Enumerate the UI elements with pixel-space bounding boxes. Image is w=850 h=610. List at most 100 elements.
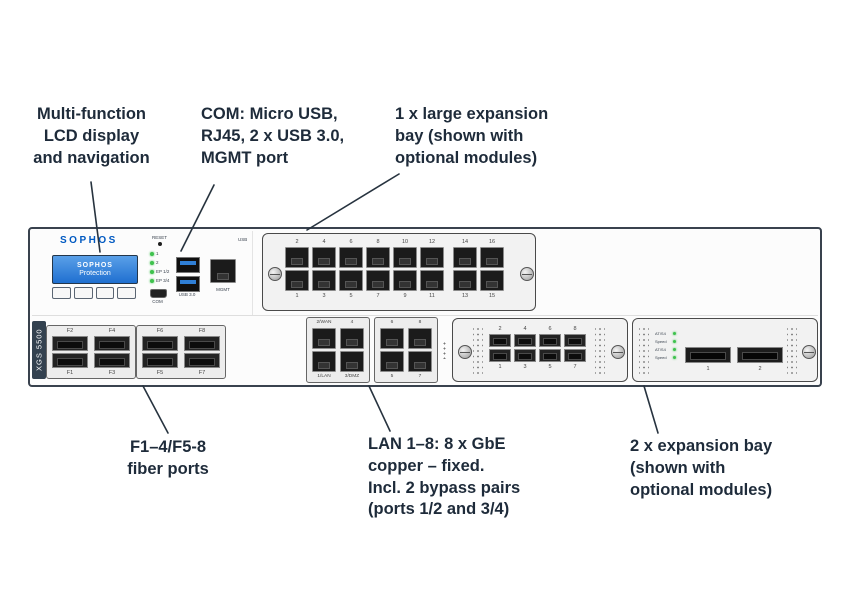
rj45-port (420, 247, 444, 268)
port-number: 6 (349, 239, 353, 245)
led-label: Speed (655, 339, 667, 344)
port-number: 10 (401, 239, 409, 245)
lcd-text-line1: SOPHOS (77, 262, 113, 269)
rj45-port (480, 247, 504, 268)
vent-holes (595, 328, 605, 374)
rj45-port (312, 270, 336, 291)
status-led-row: EP 3/4 (150, 278, 169, 283)
annotation-text-line: and navigation (33, 148, 150, 167)
rj45-port (285, 270, 309, 291)
status-led-row: AT/S4 (655, 347, 676, 352)
rj45-port (312, 247, 336, 268)
rj45-port (285, 247, 309, 268)
rj45-port (339, 247, 363, 268)
port-row (489, 334, 586, 347)
port-number: 16 (488, 239, 496, 245)
appliance-chassis: SOPHOS SOPHOS Protection XGS 5500 RESET … (28, 227, 822, 387)
mgmt-label: MGMT (216, 287, 230, 292)
port-number: F3 (108, 370, 116, 376)
port-number: F1 (66, 370, 74, 376)
annotation-text-line: Multi-function (36, 105, 147, 123)
port-number: 1 (498, 364, 502, 370)
rj45-port (408, 351, 432, 372)
annotation-text-line: LAN 1–8: 8 x GbE (368, 435, 506, 453)
port-number: 4 (322, 239, 326, 245)
expansion-bay-1: 2 4 6 8 1 3 5 7 (452, 318, 628, 382)
sfp-port (514, 349, 536, 362)
rj45-port (408, 328, 432, 349)
port-row (453, 270, 504, 291)
status-led (150, 260, 154, 265)
sfp-port (514, 334, 536, 347)
port-number: 7 (418, 374, 422, 379)
lcd-nav-button (95, 287, 115, 299)
rj45-port (340, 328, 364, 349)
port-number: 6 (548, 326, 552, 332)
port-number-row: 5 7 (380, 374, 432, 380)
rj45-port (393, 270, 417, 291)
port-number: 8 (376, 239, 380, 245)
lan-group-1: 2/WAN 4 1/LAN 3/DMZ (306, 317, 370, 383)
port-number: 5 (548, 364, 552, 370)
led-label: EP 1/2 (156, 269, 170, 274)
led-label: Speed (655, 355, 667, 360)
vent-holes (787, 328, 797, 374)
sfp-module-8port: 2 4 6 8 1 3 5 7 (489, 326, 586, 370)
lcd-nav-button (52, 287, 71, 299)
sfp-port (184, 353, 220, 368)
status-led (673, 348, 676, 351)
status-led-column: 1 2 EP 1/2 EP 3/4 (150, 251, 169, 283)
status-led (673, 332, 676, 335)
led-label: AT/S4 (655, 331, 666, 336)
port-number-row: 2 4 6 8 (489, 326, 586, 332)
lcd-display: SOPHOS Protection (52, 255, 138, 284)
callout-line (643, 385, 659, 434)
port-number-row: 2 4 6 8 10 12 (285, 239, 444, 245)
port-number: 11 (429, 293, 435, 299)
port-number: 1 (706, 366, 710, 372)
port-number-row: F5 F7 (142, 370, 220, 376)
fiber-group-1: F2 F4 F1 F3 (46, 325, 136, 379)
status-led-row: Speed (655, 355, 676, 360)
port-number: 9 (403, 293, 407, 299)
vent-holes (473, 328, 483, 374)
port-row (142, 353, 220, 368)
sfp-port (52, 353, 88, 368)
port-number: 14 (461, 239, 469, 245)
port-number: 3/DMZ (344, 374, 360, 379)
thumbscrew-icon (520, 267, 534, 281)
port-number: 8 (418, 320, 422, 325)
port-number: 8 (573, 326, 577, 332)
port-number-row: F1 F3 (52, 370, 130, 376)
port-number: F2 (66, 328, 74, 334)
sfp-port (142, 353, 178, 368)
status-led-row: EP 1/2 (150, 269, 169, 274)
annotation-text-line: LCD display (43, 126, 140, 145)
port-number: 2 (498, 326, 502, 332)
callout-line (180, 184, 215, 252)
annotation-expansion: 2 x expansion bay (shown with optional m… (630, 436, 820, 501)
annotation-text-line: (shown with (630, 458, 726, 477)
vent-holes (639, 328, 649, 374)
lan-group-2: 6 8 5 7 (374, 317, 438, 383)
port-number: 12 (428, 239, 436, 245)
module-led-block: AT/S4 Speed AT/S4 Speed (655, 331, 676, 360)
large-expansion-bay: 2 4 6 8 10 12 1 3 5 7 9 (262, 233, 536, 311)
annotation-text-line: Incl. 2 bypass pairs (368, 478, 521, 497)
port-number-row: 2/WAN 4 (312, 320, 364, 326)
annotation-text-line: 1 x large expansion (395, 105, 549, 123)
thumbscrew-icon (611, 345, 625, 359)
reset-label: RESET (152, 235, 168, 240)
port-number: 15 (488, 293, 496, 299)
rj45-port (420, 270, 444, 291)
annotation-text-line: RJ45, 2 x USB 3.0, (201, 126, 345, 145)
status-led-row: 2 (150, 260, 169, 265)
port-number-row: 1 3 5 7 (489, 364, 586, 370)
port-number: 7 (376, 293, 380, 299)
fiber-group-2: F6 F8 F5 F7 (136, 325, 226, 379)
usb-port (176, 257, 200, 273)
port-number-row: 14 16 (453, 239, 504, 245)
callout-line (368, 385, 391, 432)
annotation-text-line: MGMT port (201, 148, 289, 167)
